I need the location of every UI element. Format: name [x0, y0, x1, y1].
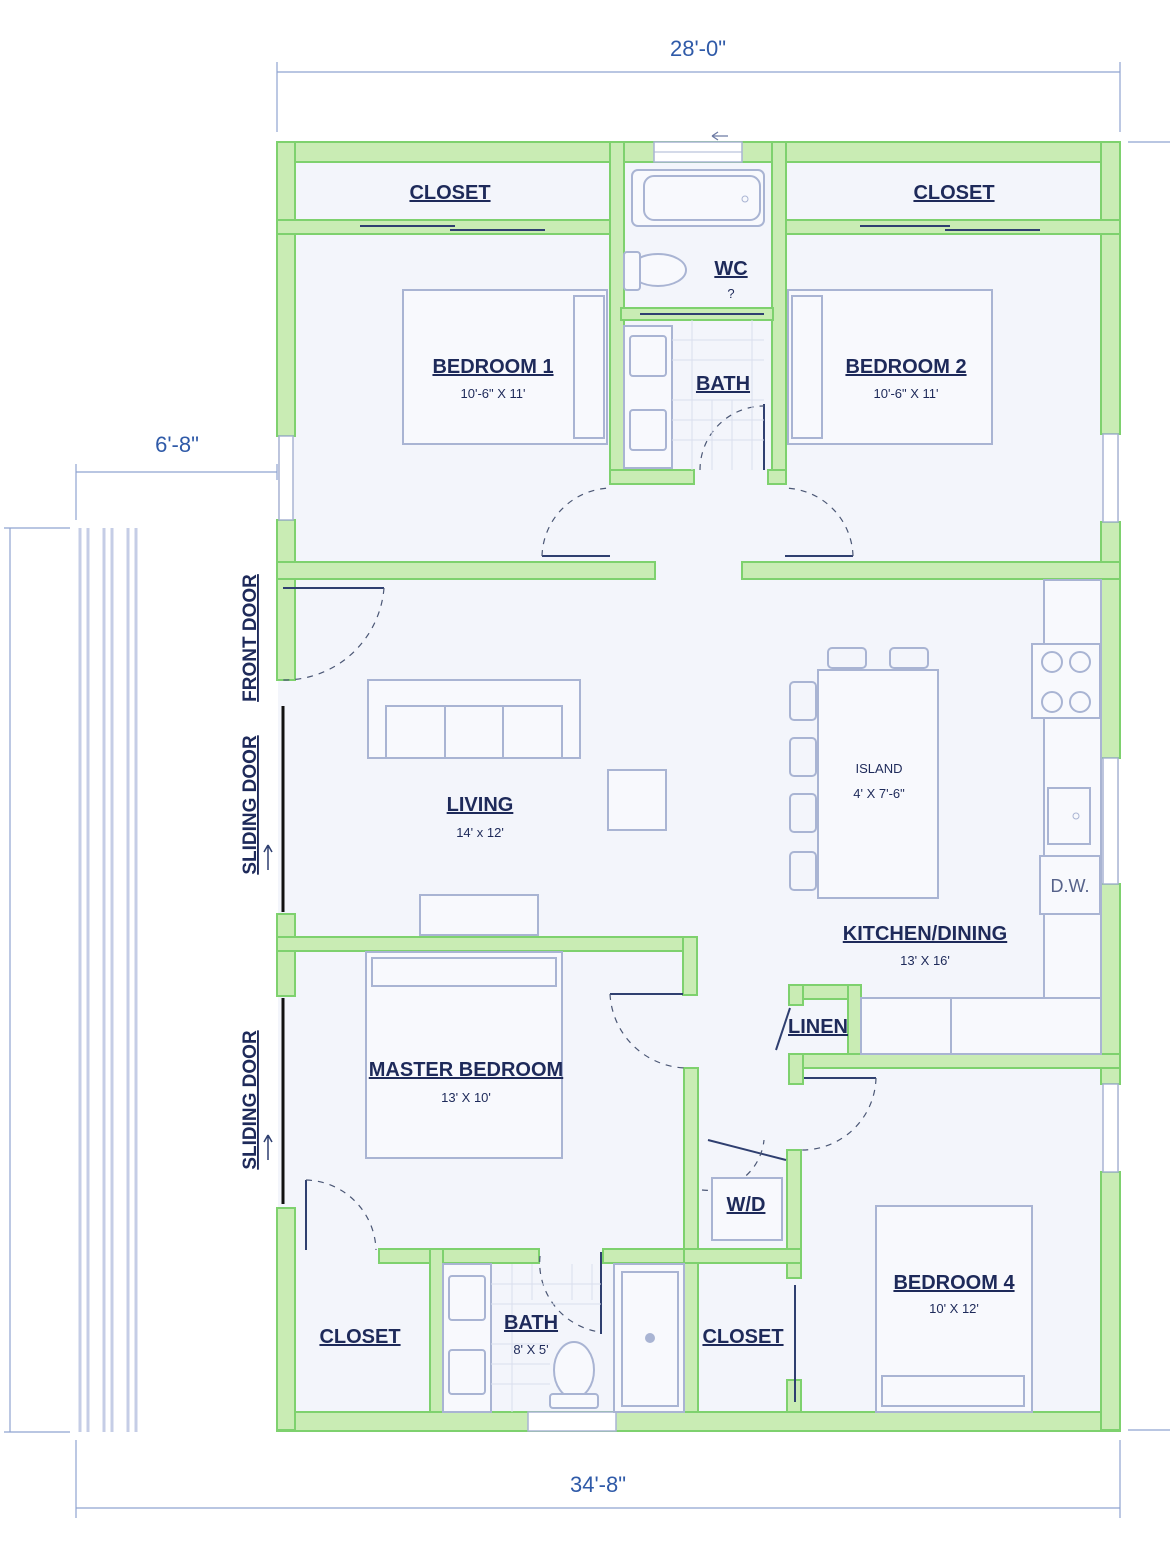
dimension-lines — [4, 62, 1170, 1518]
bath-bottom-label: BATH — [504, 1312, 558, 1334]
closet-bottom-mid-label: CLOSET — [702, 1326, 783, 1348]
top-width-dimension: 28'-0" — [670, 36, 726, 61]
master-size: 13' X 10' — [441, 1090, 491, 1105]
linen-label: LINEN — [788, 1016, 848, 1038]
tile-grid-bottom — [491, 1264, 601, 1412]
dishwasher-label: D.W. — [1051, 876, 1090, 896]
bedroom1-label: BEDROOM 1 — [432, 356, 553, 378]
dishwasher — [1039, 855, 1101, 915]
front-door-label: FRONT DOOR — [240, 574, 261, 702]
closet-bottom-left-label: CLOSET — [319, 1326, 400, 1348]
bottom-width-dimension: 34'-8" — [570, 1472, 626, 1497]
living-size: 14' x 12' — [456, 825, 504, 840]
wc-symbol: ? — [727, 286, 734, 301]
closet-top-right-label: CLOSET — [913, 182, 994, 204]
sliding-door-lower-label: SLIDING DOOR — [240, 1030, 261, 1170]
bedroom1-size: 10'-6" X 11' — [461, 386, 526, 401]
deck-width-dimension: 6'-8" — [155, 432, 199, 457]
island-label: ISLAND — [856, 761, 903, 776]
doors — [281, 225, 1040, 1402]
windows — [278, 131, 1119, 1432]
kitchen-size: 13' X 16' — [900, 953, 950, 968]
bath-bottom-size: 8' X 5' — [513, 1342, 548, 1357]
wc-label: WC — [714, 258, 747, 280]
door-labels: FRONT DOOR SLIDING DOOR SLIDING DOOR — [240, 574, 273, 1170]
sliding-door-upper-label: SLIDING DOOR — [240, 735, 261, 875]
island-size: 4' X 7'-6" — [853, 786, 905, 801]
closet-top-left-label: CLOSET — [409, 182, 490, 204]
walls — [276, 141, 1121, 1432]
deck — [78, 528, 138, 1432]
bath-top-label: BATH — [696, 373, 750, 395]
living-label: LIVING — [447, 794, 514, 816]
fixtures — [365, 169, 1102, 1413]
wd-label: W/D — [727, 1194, 766, 1216]
bedroom2-label: BEDROOM 2 — [845, 356, 966, 378]
bedroom2-size: 10'-6" X 11' — [874, 386, 939, 401]
master-label: MASTER BEDROOM — [369, 1059, 563, 1081]
tile-grid-top — [672, 320, 764, 470]
bedroom4-size: 10' X 12' — [929, 1301, 979, 1316]
room-labels: CLOSET CLOSET WC ? BEDROOM 1 10'-6" X 11… — [319, 182, 1089, 1357]
kitchen-label: KITCHEN/DINING — [843, 923, 1007, 945]
bedroom4-label: BEDROOM 4 — [893, 1272, 1015, 1294]
